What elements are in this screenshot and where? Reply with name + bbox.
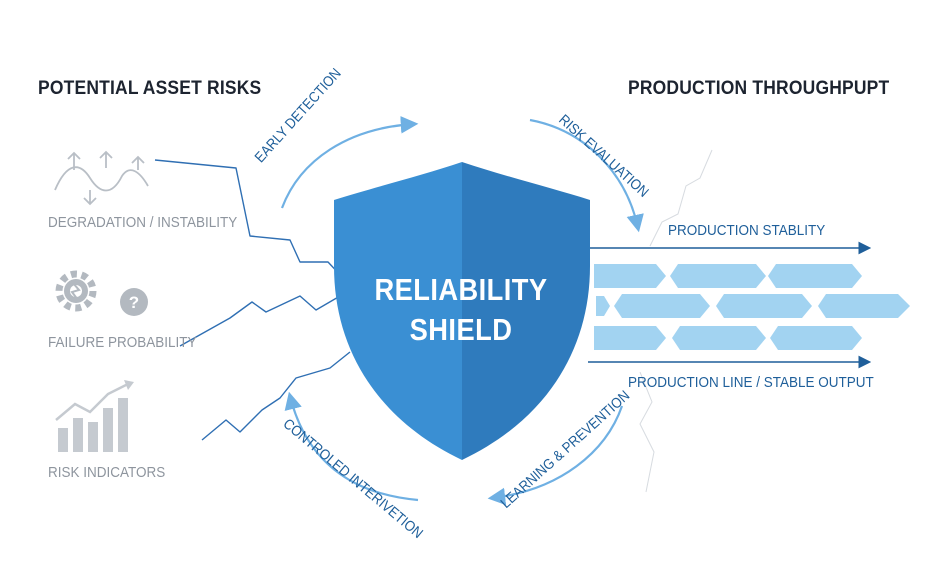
- cycle-arrows: [280, 116, 644, 506]
- shield-title-line1: RELIABILITY: [374, 272, 548, 307]
- reliability-shield: [334, 162, 590, 460]
- production-stream: [594, 264, 910, 350]
- production-flow-arrows: [588, 241, 872, 369]
- shield-title-line2: SHIELD: [409, 312, 513, 347]
- background-cracks: [639, 149, 713, 493]
- risk-label-failure-probability: FAILURE PROBABILITY: [48, 334, 197, 351]
- heading-potential-asset-risks: POTENTIAL ASSET RISKS: [38, 78, 262, 99]
- risk-lightning-lines: [154, 159, 351, 441]
- wave-arrows-icon: [54, 150, 149, 206]
- heading-production-throughput: PRODUCTION THROUGHPUPT: [628, 78, 890, 99]
- risk-label-risk-indicators: RISK INDICATORS: [48, 464, 166, 481]
- svg-text:?: ?: [129, 293, 139, 312]
- production-line-label: PRODUCTION LINE / STABLE OUTPUT: [628, 374, 874, 391]
- rising-bars-icon: [55, 380, 134, 452]
- risk-label-degradation: DEGRADATION / INSTABILITY: [48, 214, 238, 231]
- production-stability-label: PRODUCTION STABLITY: [668, 222, 826, 239]
- gear-question-icon: ?: [55, 270, 148, 316]
